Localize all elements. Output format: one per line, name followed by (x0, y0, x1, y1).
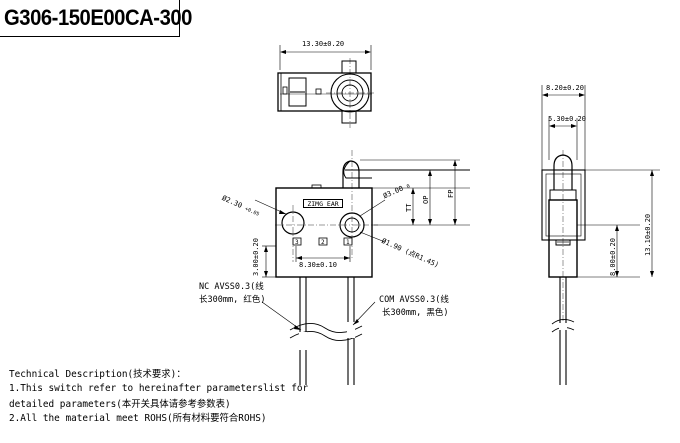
dim-fp: FP (447, 189, 455, 198)
side-view (541, 85, 660, 385)
dim-left-height: 3.00±0.20 (252, 238, 260, 276)
com-wire-label-line1: COM AVSS0.3(线 (379, 295, 449, 305)
nc-wire-label-line1: NC AVSS0.3(线 (199, 282, 264, 292)
description-item1-line1: 1.This switch refer to hereinafter param… (9, 383, 309, 394)
pin-label-1: 1 (346, 239, 350, 246)
pin-label-3: 3 (295, 239, 299, 246)
nc-wire-label-line2: 长300mm, 红色) (199, 295, 266, 305)
top-view (277, 45, 374, 128)
description-heading: Technical Description(技术要求)： (9, 369, 186, 380)
front-view (254, 150, 470, 385)
description-item1-line2: detailed parameters(本开关具体请参考参数表) (9, 399, 231, 410)
title-box: G306-150E00CA-300 (0, 0, 192, 37)
dim-top-width: 13.30±0.20 (302, 40, 345, 48)
dim-pin-pitch: 8.30±0.10 (299, 261, 337, 269)
pin-label-2: 2 (321, 239, 325, 246)
brand-label: ZIMG EAR (303, 199, 343, 208)
dim-height-13: 13.10±0.20 (644, 213, 652, 256)
description-item2: 2.All the material meet ROHS(所有材料要符合ROHS… (9, 413, 267, 424)
dim-height-8: 8.00±0.20 (609, 238, 617, 276)
dim-op: OP (422, 195, 430, 204)
dim-tt: TT (405, 203, 413, 212)
dim-side-inner-width: 5.30±0.20 (548, 115, 586, 123)
dim-side-outer-width: 8.20±0.20 (546, 84, 584, 92)
part-number-title: G306-150E00CA-300 (4, 5, 192, 30)
com-wire-label-line2: 长300mm, 黑色) (382, 308, 449, 318)
